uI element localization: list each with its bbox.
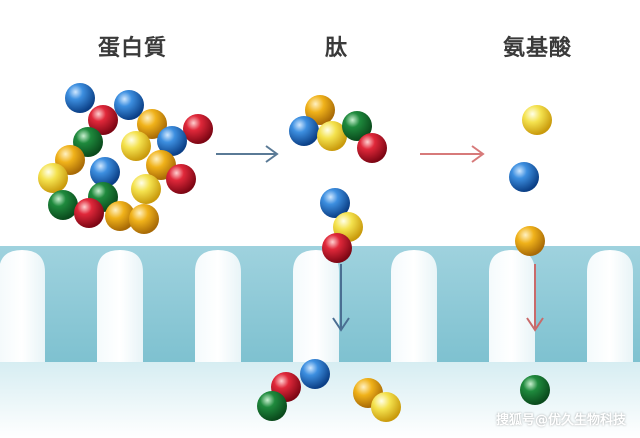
- green-ball: [520, 375, 550, 405]
- villus: [97, 250, 143, 362]
- label-protein: 蛋白質: [98, 36, 168, 61]
- blue-ball: [90, 157, 120, 187]
- red-ball: [322, 233, 352, 263]
- red-ball: [88, 105, 118, 135]
- yellow-ball: [121, 131, 151, 161]
- molecule-balls: [38, 83, 552, 422]
- villus: [587, 250, 633, 362]
- villus: [195, 250, 241, 362]
- red-ball: [183, 114, 213, 144]
- green-ball: [342, 111, 372, 141]
- blue-ball: [509, 162, 539, 192]
- blue-ball: [65, 83, 95, 113]
- orange-ball: [105, 201, 135, 231]
- blue-ball: [320, 188, 350, 218]
- blue-ball: [300, 359, 330, 389]
- green-ball: [257, 391, 287, 421]
- label-amino-acid: 氨基酸: [503, 36, 573, 61]
- villi: [0, 250, 633, 362]
- label-peptide: 肽: [325, 36, 349, 61]
- villus: [0, 250, 45, 362]
- blue-ball: [289, 116, 319, 146]
- red-ball: [74, 198, 104, 228]
- watermark: 搜狐号@优久生物科技: [495, 413, 626, 428]
- red-ball: [357, 133, 387, 163]
- yellow-ball: [131, 174, 161, 204]
- villus: [391, 250, 437, 362]
- yellow-ball: [317, 121, 347, 151]
- orange-ball: [305, 95, 335, 125]
- yellow-ball: [522, 105, 552, 135]
- red-ball: [166, 164, 196, 194]
- yellow-ball: [371, 392, 401, 422]
- villus: [293, 250, 339, 362]
- villus: [489, 250, 535, 362]
- green-ball: [48, 190, 78, 220]
- arrow-peptide-absorb: [332, 264, 350, 332]
- orange-ball: [137, 109, 167, 139]
- orange-ball: [515, 226, 545, 256]
- orange-ball: [129, 204, 159, 234]
- arrow-peptide-to-amino: [420, 145, 485, 163]
- blue-ball: [114, 90, 144, 120]
- arrow-amino-absorb: [526, 264, 544, 332]
- yellow-ball: [38, 163, 68, 193]
- blue-ball: [157, 126, 187, 156]
- arrow-protein-to-peptide: [216, 145, 279, 163]
